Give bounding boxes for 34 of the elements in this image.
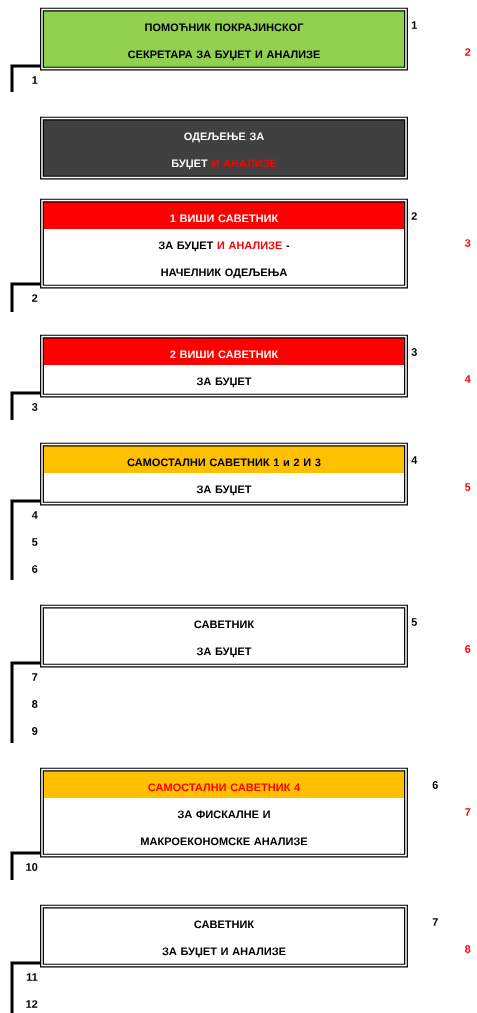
side-number: 7 [465, 808, 471, 816]
row-number: 8 [32, 700, 38, 708]
row-number: 11 [26, 973, 38, 981]
side-number: 4 [411, 456, 418, 464]
side-number: 3 [464, 239, 471, 247]
position-box: САМОСТАЛНИ САВЕТНИК 1 и 2 И 3 ЗА БУЏЕТ [40, 442, 408, 506]
side-number: 2 [465, 48, 471, 56]
row-number: 3 [31, 403, 38, 411]
row-number: 4 [31, 511, 38, 519]
side-number: 4 [464, 375, 471, 383]
side-number: 5 [465, 483, 471, 491]
row-number: 1 [32, 76, 38, 84]
side-number: 7 [432, 918, 438, 926]
row-number: 10 [26, 863, 38, 871]
position-box: 2 ВИШИ САВЕТНИК ЗА БУЏЕТ [40, 334, 408, 398]
row-number: 5 [32, 538, 38, 546]
position-box: 1 ВИШИ САВЕТНИК ЗА БУЏЕТ И АНАЛИЗЕ - НАЧЕЛНИК ОДЕЉЕЊА [40, 198, 408, 289]
side-number: 5 [411, 618, 417, 626]
row-number: 2 [32, 294, 38, 302]
side-number: 1 [411, 21, 417, 29]
side-number: 6 [432, 781, 438, 789]
department-box: ОДЕЉЕЊЕ ЗА БУЏЕТ И АНАЛИЗЕ [40, 116, 408, 180]
position-box: САВЕТНИК ЗА БУЏЕТ И АНАЛИЗЕ [40, 904, 408, 968]
side-number: 8 [465, 945, 471, 953]
row-number: 6 [32, 565, 38, 573]
row-number: 7 [32, 673, 38, 681]
position-box: САВЕТНИК ЗА БУЏЕТ [40, 604, 408, 668]
side-number: 6 [465, 645, 471, 653]
side-number: 3 [411, 348, 417, 356]
position-box: ПОМОЋНИК ПОКРАЈИНСКОГ СЕКРЕТАРА ЗА БУЏЕТ И АНАЛИЗЕ [40, 7, 408, 71]
side-number: 2 [411, 212, 417, 220]
row-number: 12 [26, 1000, 38, 1008]
row-number: 9 [32, 727, 38, 735]
position-box: САМОСТАЛНИ САВЕТНИК 4 ЗА ФИСКАЛНЕ И МАКРОЕКОНОМСКЕ АНАЛИЗЕ [40, 767, 408, 858]
